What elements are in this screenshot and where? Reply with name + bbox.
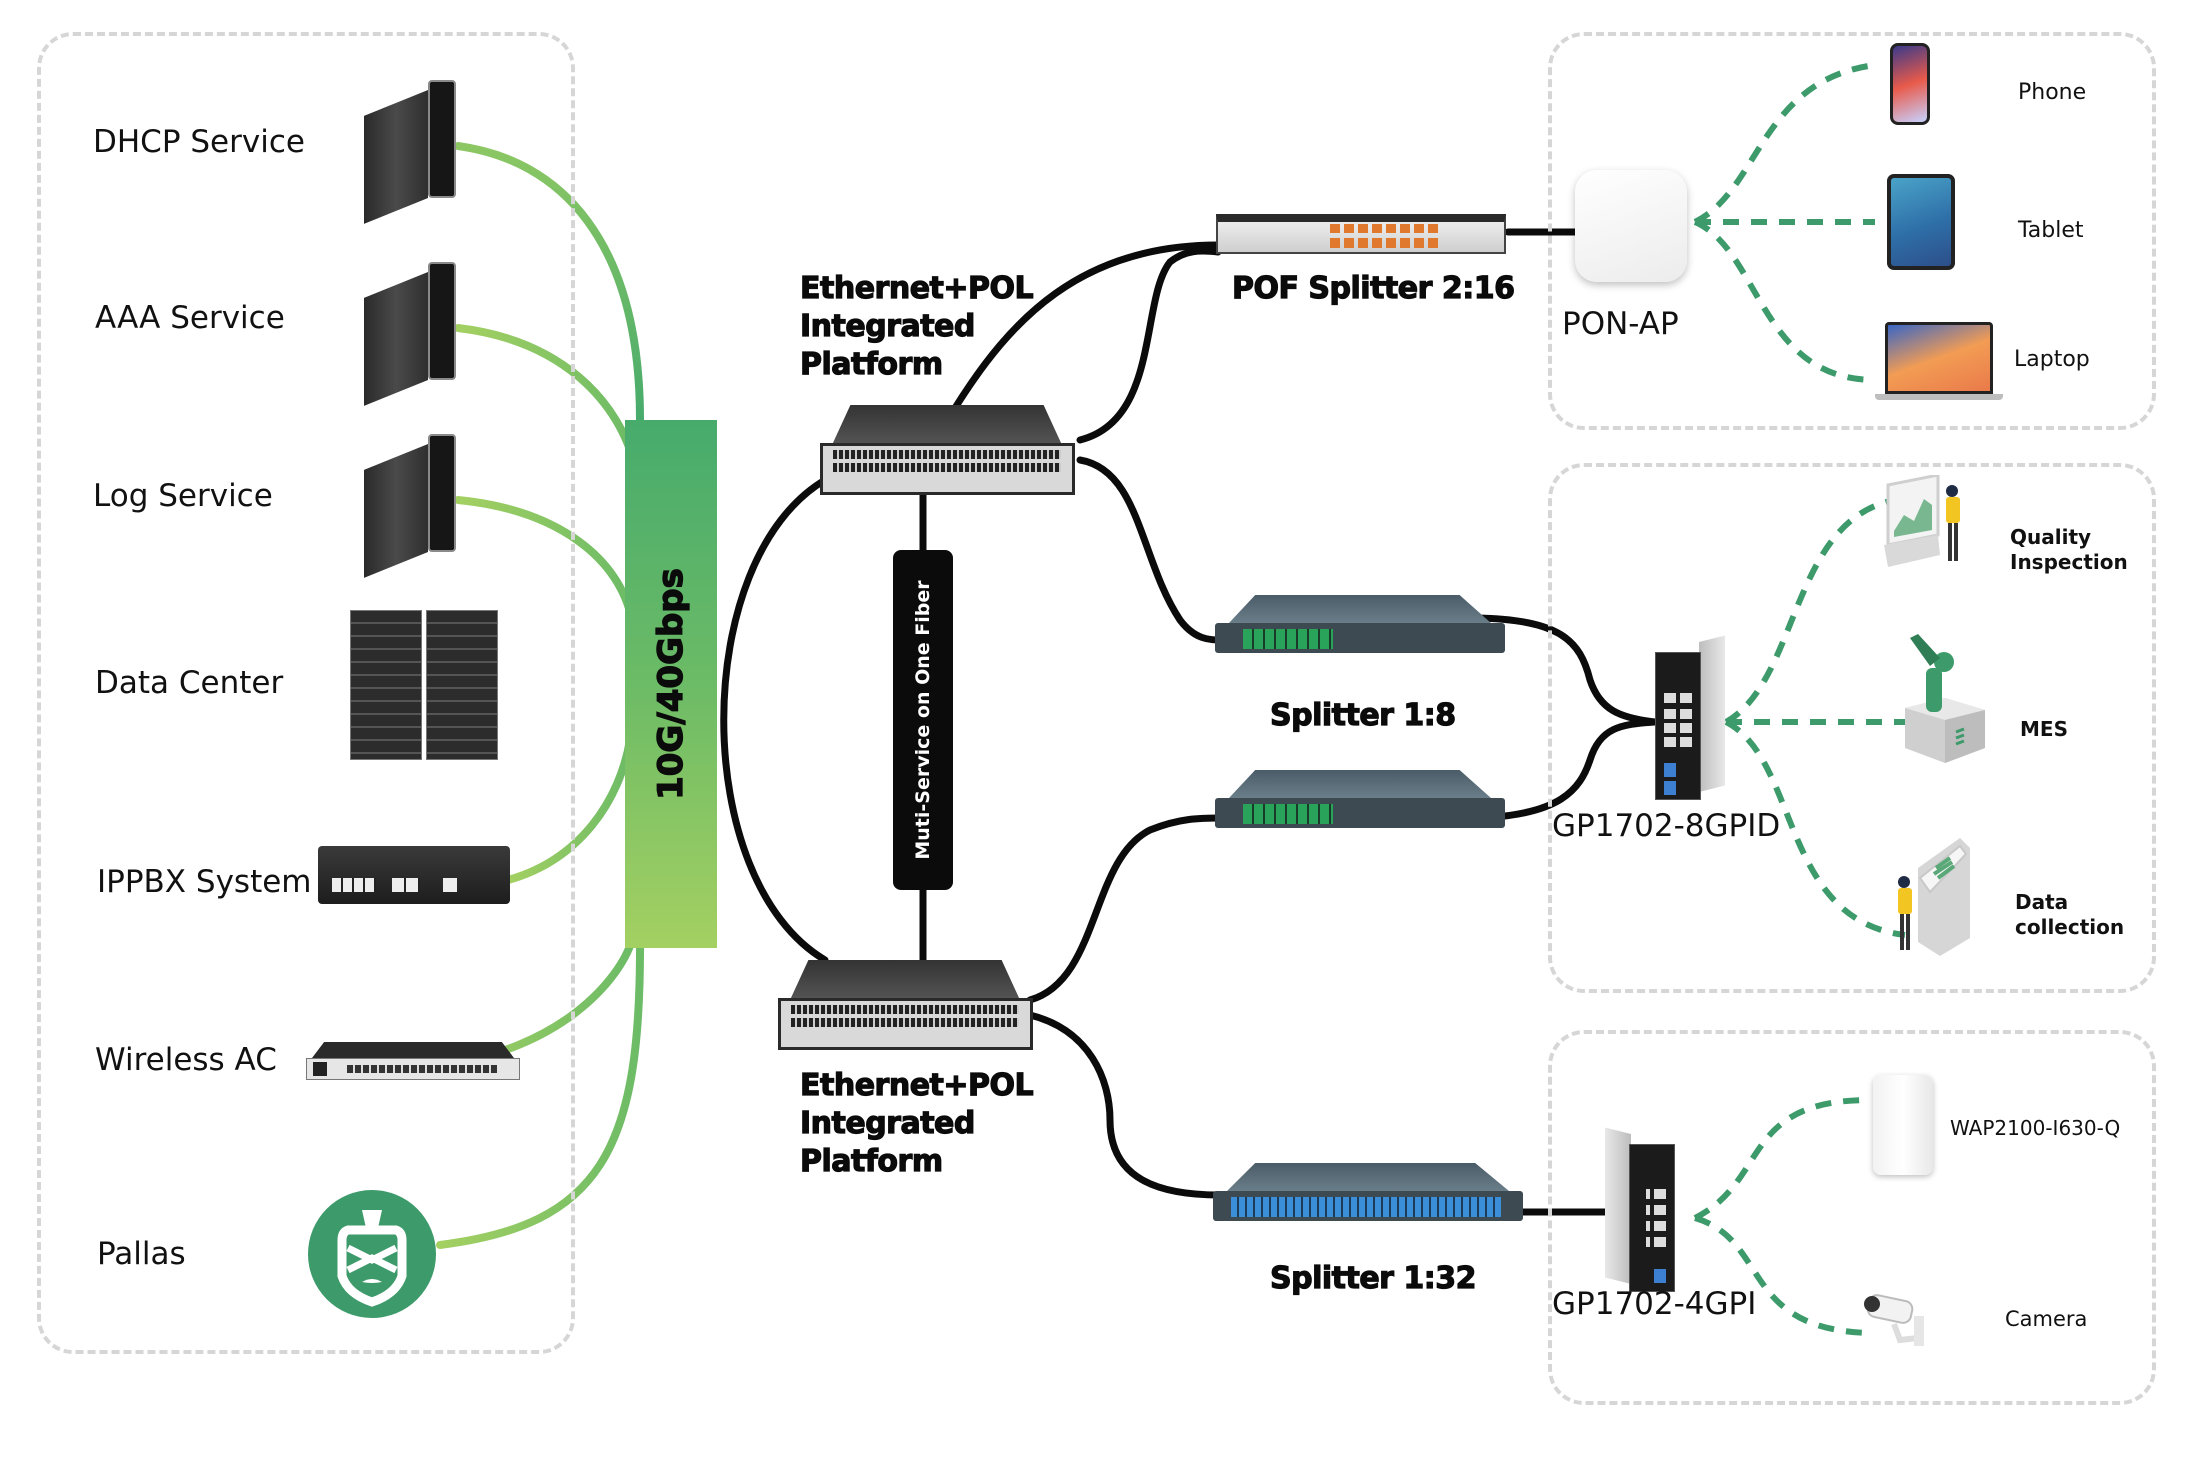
endpoint-label-line: Data xyxy=(2015,890,2069,914)
splitter-1-8-a[interactable] xyxy=(1215,595,1505,655)
splitter-1-8-b[interactable] xyxy=(1215,770,1505,830)
fiber-top-to-split8a xyxy=(1076,456,1226,644)
fiber-label: Muti-Service on One Fiber xyxy=(912,580,934,860)
service-label: Log Service xyxy=(93,478,273,514)
platform-label-line: Platform xyxy=(799,346,943,382)
olt-platform-bottom[interactable] xyxy=(778,960,1033,1050)
pon-ap-group-box xyxy=(1548,32,2156,430)
platform-label-line: Integrated xyxy=(799,308,976,344)
fiber-ring-left xyxy=(720,476,829,964)
fiber-split8b-to-gp8 xyxy=(1474,718,1659,822)
service-label: DHCP Service xyxy=(93,124,305,160)
endpoint-label-line: Inspection xyxy=(2010,550,2128,574)
link-dhcp xyxy=(454,142,644,424)
gp1702-4gpi-label: GP1702-4GPI xyxy=(1552,1286,1757,1322)
wlink-datacollection xyxy=(1724,719,1906,938)
wlink-laptop xyxy=(1693,219,1876,383)
service-label: IPPBX System xyxy=(97,864,312,900)
backbone-label: 10G/40Gbps xyxy=(650,567,691,800)
outdoor-group-box xyxy=(1548,1030,2156,1405)
link-pallas xyxy=(436,944,644,1249)
gp1702-4gpi-device[interactable] xyxy=(1605,1127,1675,1292)
ippbx-device-icon xyxy=(318,846,510,904)
splitter-1-32-label: Splitter 1:32 xyxy=(1269,1260,1477,1296)
quality-inspection-icon xyxy=(1878,473,1960,570)
olt-platform-top[interactable] xyxy=(820,405,1075,495)
pallas-logo-icon xyxy=(308,1190,436,1318)
endpoint-label: Tablet xyxy=(2018,218,2084,243)
fiber-top-to-pof-a xyxy=(951,241,1222,412)
wlink-wap xyxy=(1693,1097,1871,1221)
platform-label-line: Ethernet+POL xyxy=(799,270,1034,306)
platform-label-line: Ethernet+POL xyxy=(799,1067,1034,1103)
phone-icon xyxy=(1890,43,1930,125)
tower-server-icon xyxy=(364,260,456,406)
tower-server-icon xyxy=(364,432,456,578)
laptop-icon xyxy=(1875,322,2003,400)
endpoint-label-line: Quality xyxy=(2010,525,2092,549)
platform-label-line: Platform xyxy=(799,1143,943,1179)
tablet-icon xyxy=(1887,174,1955,270)
service-label: Pallas xyxy=(97,1236,186,1272)
pof-splitter-label: POF Splitter 2:16 xyxy=(1231,270,1515,306)
outdoor-ap-icon xyxy=(1873,1075,1933,1175)
backbone-bus: 10G/40Gbps xyxy=(625,420,717,948)
service-label: Wireless AC xyxy=(95,1042,277,1078)
endpoint-label: MES xyxy=(2020,717,2068,741)
splitter-1-32-device[interactable] xyxy=(1213,1163,1523,1223)
endpoint-label: Quality Inspection xyxy=(2010,525,2128,575)
server-rack-icon xyxy=(350,610,500,760)
fiber-split8a-to-gp8 xyxy=(1474,614,1659,726)
platform-top-label: Ethernet+POL Integrated Platform xyxy=(799,270,1034,384)
pon-ap-label: PON-AP xyxy=(1562,306,1679,342)
wlink-phone xyxy=(1693,62,1876,225)
link-ippbx xyxy=(504,736,634,884)
pon-ap-device[interactable] xyxy=(1575,170,1687,282)
wlink-quality xyxy=(1724,497,1896,725)
services-group-box xyxy=(37,32,575,1354)
gp1702-8gpid-label: GP1702-8GPID xyxy=(1552,808,1781,844)
service-label: Data Center xyxy=(95,665,284,701)
endpoint-label: Phone xyxy=(2018,80,2087,105)
pof-splitter-device[interactable] xyxy=(1216,214,1506,254)
rack-switch-icon xyxy=(306,1042,520,1082)
endpoint-label: WAP2100-I630-Q xyxy=(1950,1116,2121,1140)
gp1702-8gpid-device[interactable] xyxy=(1655,635,1725,800)
endpoint-label-line: collection xyxy=(2015,915,2125,939)
fiber-bottom-to-split32 xyxy=(1026,1011,1224,1199)
data-collection-icon xyxy=(1890,838,1970,956)
platform-bottom-label: Ethernet+POL Integrated Platform xyxy=(799,1067,1034,1181)
endpoint-label: Laptop xyxy=(2014,347,2090,372)
endpoint-label: Camera xyxy=(2005,1307,2088,1331)
fiber-bottom-to-split8b xyxy=(1026,814,1226,1004)
fiber-top-to-pof-b xyxy=(1076,247,1222,444)
wlink-camera xyxy=(1694,1215,1871,1336)
service-label: AAA Service xyxy=(95,300,285,336)
fiber-label-tag: Muti-Service on One Fiber xyxy=(893,550,953,890)
industrial-group-box xyxy=(1548,463,2156,993)
platform-label-line: Integrated xyxy=(799,1105,976,1141)
tower-server-icon xyxy=(364,78,456,224)
robot-arm-icon xyxy=(1900,628,1990,768)
camera-icon xyxy=(1862,1290,1942,1360)
splitter-1-8-label: Splitter 1:8 xyxy=(1269,697,1456,733)
endpoint-label: Data collection xyxy=(2015,890,2124,940)
